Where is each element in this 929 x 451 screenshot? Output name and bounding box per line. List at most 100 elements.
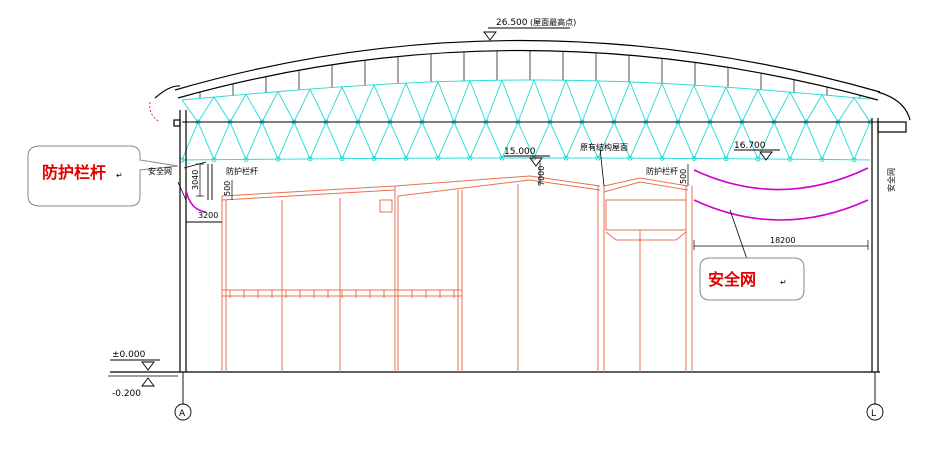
truss-top-chord	[629, 81, 647, 84]
truss-web	[293, 88, 311, 123]
axis-bubbles	[174, 372, 884, 421]
truss-web	[341, 86, 359, 123]
truss-web	[725, 121, 743, 159]
callout-rail-return: ↵	[116, 171, 123, 180]
truss-web	[549, 121, 567, 159]
truss-web	[389, 121, 407, 159]
truss-node	[211, 157, 217, 163]
truss-node	[499, 155, 505, 161]
truss-web	[373, 121, 391, 159]
truss-web	[805, 94, 823, 123]
truss-web	[741, 89, 759, 123]
rail-left-label: 防护栏杆	[226, 166, 258, 176]
dim-3040: 3040	[191, 170, 200, 190]
truss-top-chord	[773, 90, 791, 93]
truss-node	[243, 156, 249, 162]
callout-rail-text: 防护栏杆	[42, 163, 106, 182]
truss-node	[851, 157, 857, 163]
truss-top-chord	[789, 91, 807, 94]
truss-node	[595, 155, 601, 161]
truss-web	[757, 89, 775, 123]
truss-web	[213, 121, 231, 160]
truss-web	[565, 80, 583, 123]
truss-web	[661, 83, 679, 123]
ridge-elevation: 26.500	[496, 18, 528, 28]
truss-top-chord	[197, 96, 215, 100]
callout-net-text: 安全网	[708, 270, 756, 289]
truss-web	[485, 80, 503, 123]
truss-web	[261, 121, 279, 160]
axis-left-label: A	[179, 409, 186, 419]
dim-18200: 18200	[770, 236, 795, 245]
net-right-label: 安全网	[886, 168, 896, 192]
truss-top-chord	[213, 95, 231, 98]
truss-web	[517, 79, 535, 123]
truss-top-chord	[341, 85, 359, 88]
truss-top-chord	[293, 88, 311, 91]
truss-web	[773, 121, 791, 160]
truss-web	[501, 80, 519, 123]
truss-web	[677, 84, 695, 123]
truss-node	[627, 155, 633, 161]
truss-top-chord	[741, 87, 759, 91]
truss-web	[709, 121, 727, 159]
truss-top-chord	[837, 95, 855, 99]
truss-node	[787, 156, 793, 162]
truss-web	[421, 121, 439, 159]
truss-top-chord	[277, 89, 295, 93]
truss-web	[181, 99, 199, 123]
truss-web	[629, 121, 647, 159]
truss-web	[197, 121, 215, 160]
truss-web	[437, 81, 455, 123]
truss-web	[357, 121, 375, 159]
truss-top-chord	[645, 82, 663, 84]
roof-note: 原有结构屋面	[580, 142, 628, 152]
truss-web	[309, 121, 327, 160]
space-truss	[179, 79, 873, 163]
truss-web	[725, 87, 743, 123]
truss-node	[467, 155, 473, 161]
truss-web	[565, 121, 583, 159]
truss-web	[517, 121, 535, 159]
truss-web	[181, 121, 199, 161]
ground-elevation: ±0.000	[112, 350, 146, 360]
truss-web	[469, 121, 487, 159]
truss-node	[435, 155, 441, 161]
truss-web	[469, 80, 487, 123]
truss-node	[723, 156, 729, 162]
truss-top-chord	[405, 81, 423, 84]
truss-top-chord	[805, 93, 823, 96]
truss-web	[629, 81, 647, 123]
roof-shell	[149, 39, 911, 123]
truss-web	[277, 121, 295, 160]
truss-web	[741, 121, 759, 160]
callout-net: 安全网 ↵	[699, 257, 805, 301]
truss-top-chord	[181, 98, 199, 101]
truss-web	[357, 84, 375, 123]
callout-net-return: ↵	[780, 278, 787, 287]
truss-web	[597, 80, 615, 123]
truss-web	[645, 121, 663, 159]
truss-web	[533, 79, 551, 123]
truss-web	[309, 88, 327, 123]
truss-web	[501, 121, 519, 159]
dim-500-left: 500	[223, 181, 232, 196]
rail-right-label: 防护栏杆	[646, 166, 678, 176]
truss-web	[453, 121, 471, 159]
truss-web	[549, 80, 567, 123]
truss-web	[853, 121, 871, 160]
columns	[173, 110, 907, 372]
truss-web	[821, 94, 839, 123]
truss-web	[293, 121, 311, 160]
truss-web	[437, 121, 455, 159]
truss-web	[773, 91, 791, 123]
truss-top-chord	[693, 84, 711, 87]
safety-nets	[185, 167, 869, 221]
truss-web	[277, 91, 295, 123]
truss-top-chord	[261, 91, 279, 94]
truss-web	[693, 121, 711, 159]
axis-right-label: L	[871, 409, 876, 419]
truss-node	[275, 156, 281, 162]
